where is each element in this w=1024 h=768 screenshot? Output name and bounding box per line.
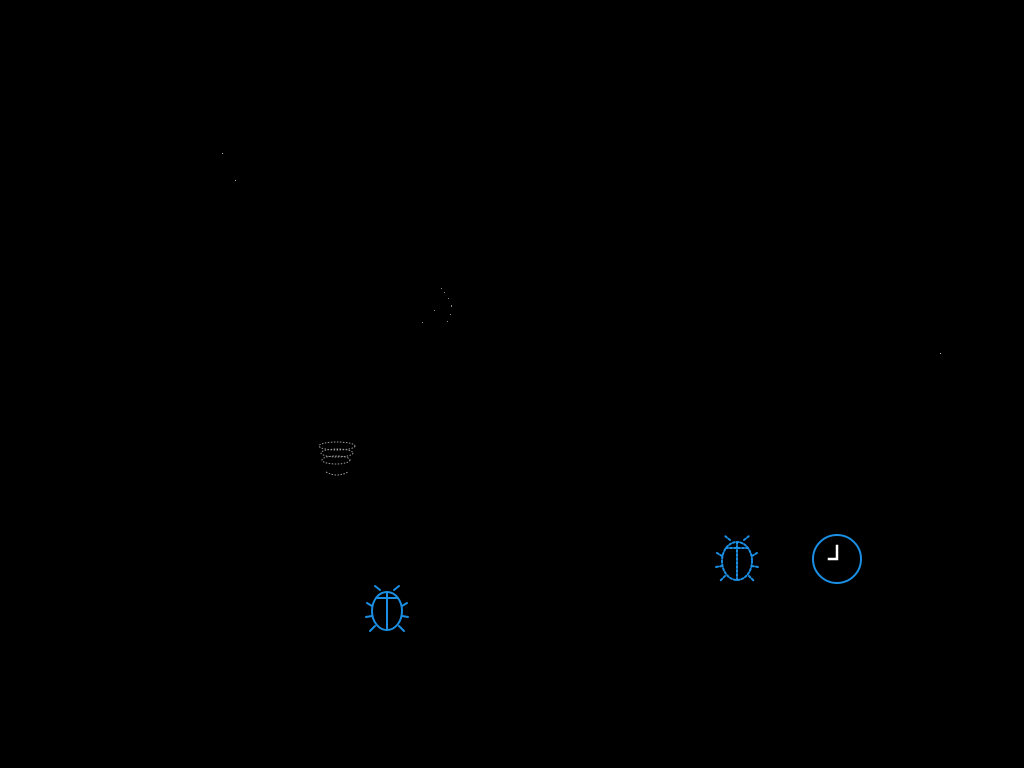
clock-icon[interactable] (810, 532, 864, 586)
star-dot (222, 153, 223, 154)
beetle-icon[interactable] (714, 534, 760, 584)
beetle-icon[interactable] (364, 584, 410, 634)
swirl-icon (318, 441, 356, 476)
sparkle-icon (422, 288, 452, 323)
star-dot (235, 180, 236, 181)
star-dot (940, 353, 941, 354)
